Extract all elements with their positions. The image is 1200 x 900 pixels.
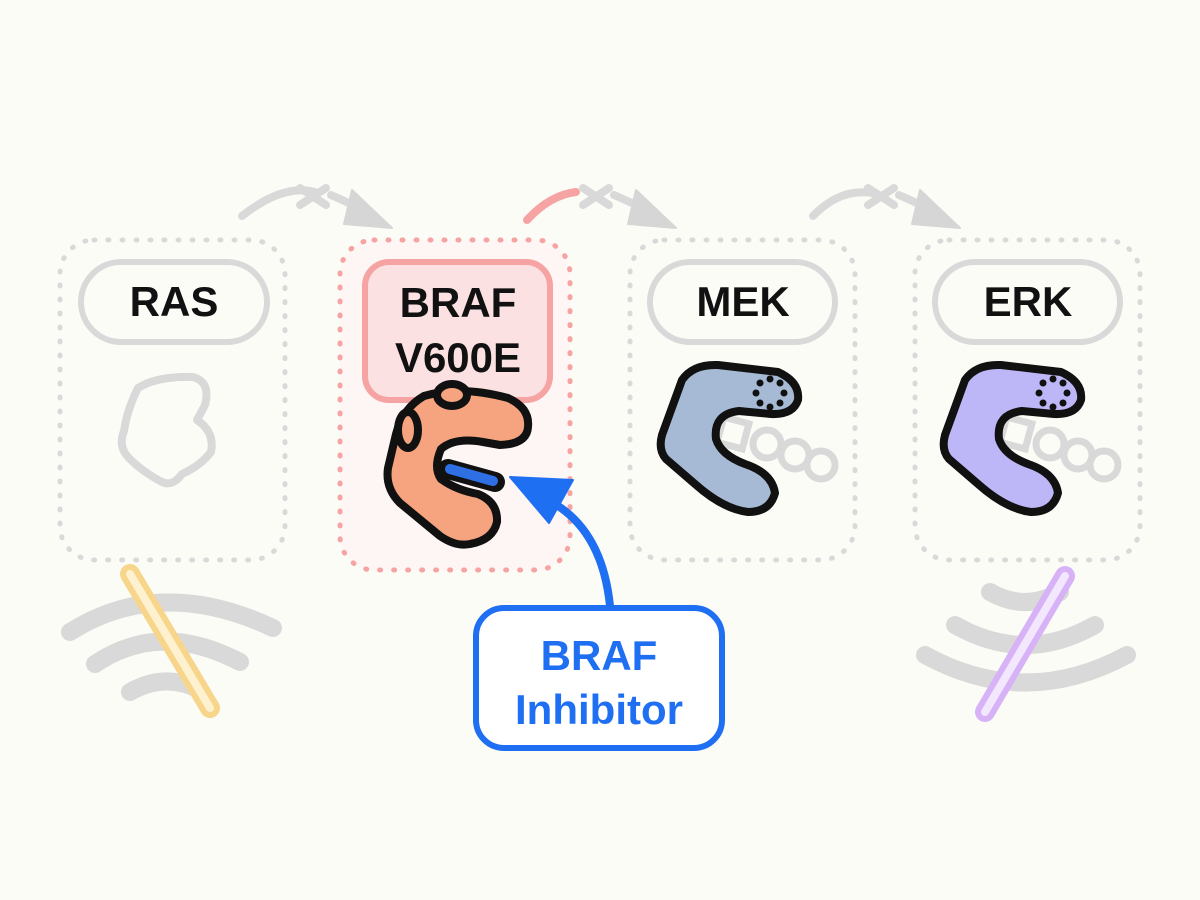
braf-label-line2: V600E [395,334,521,381]
erk-protein-icon [939,360,1086,516]
ras-protein-icon [117,372,216,488]
ras-node: RAS [57,237,288,563]
ras-dotted-frame [57,237,288,563]
mek-protein-icon [656,360,803,516]
arrow-ras-to-braf [238,184,393,229]
ras-label: RAS [130,278,219,325]
ras-membrane-icon [61,564,282,718]
mek-active-site-icon [752,375,788,411]
mek-label: MEK [696,278,789,325]
erk-active-site-icon [1035,375,1071,411]
erk-label-pill [932,259,1123,345]
inhibitor-label-line1: BRAF [541,632,658,679]
ras-label-pill [78,259,270,345]
braf-node: BRAF V600E [337,237,573,573]
inhibitor-label-box [473,605,725,751]
arrow-braf-to-mek [523,184,677,229]
erk-dotted-frame [912,237,1143,563]
arrow-mek-to-erk [809,184,961,229]
mek-dotted-frame [627,237,858,563]
inhibitor-arrow [509,476,614,610]
inhibitor-label-line2: Inhibitor [515,686,683,733]
braf-protein-icon [383,380,533,549]
braf-label-line1: BRAF [400,279,517,326]
braf-inhibitor-box: BRAF Inhibitor [473,605,725,751]
erk-node: ERK [912,237,1143,563]
mek-node: MEK [627,237,858,563]
mek-label-pill [647,259,838,345]
erk-substrate-chain [995,412,1122,483]
mek-substrate-chain [712,412,839,483]
erk-label: ERK [984,278,1073,325]
erk-membrane-icon [916,566,1136,722]
